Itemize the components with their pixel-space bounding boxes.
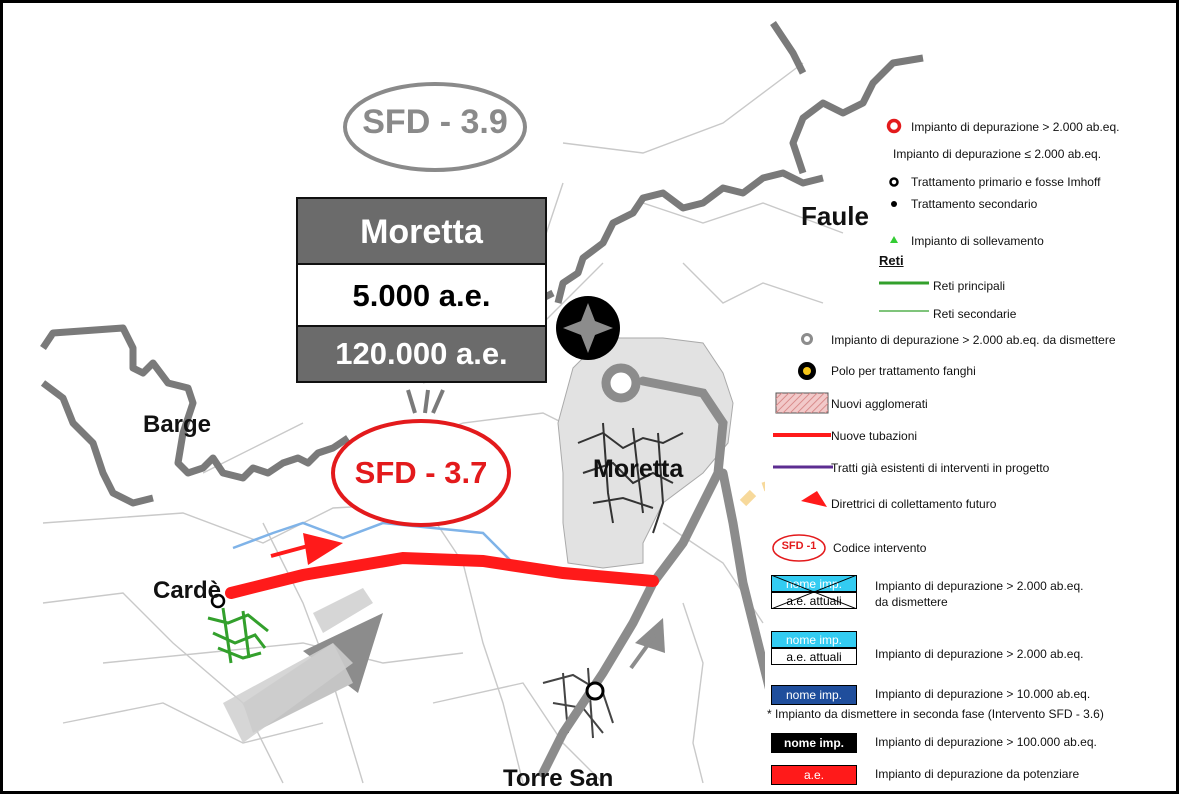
callout-current-ae: 5.000 a.e. [298,265,545,327]
plant-box-name: nome imp. [771,575,857,592]
sludge-pole-symbol[interactable] [556,296,620,360]
secondary-network-line-icon [879,310,929,312]
cross-icon [771,575,857,609]
legend-top-item: Impianto di depurazione > 2.000 ab.eq. [911,120,1120,134]
red-arrow-icon [801,491,827,507]
moretta-callout[interactable]: Moretta 5.000 a.e. 120.000 a.e. [296,197,547,383]
legend-top-item: Trattamento secondario [911,197,1038,211]
legend-network-item: Reti principali [933,279,1006,293]
sfd-3-7-label[interactable]: SFD - 3.7 [354,455,488,490]
moretta-plant-ring[interactable] [601,363,641,403]
place-moretta: Moretta [593,455,684,483]
plant-box-desc: Impianto di depurazione > 2.000 ab.eq. [875,579,1084,593]
code-sample-label: SFD -1 [781,540,817,552]
plant-box-desc: Impianto di depurazione > 10.000 ab.eq. [875,687,1091,701]
plant-box-over-10000: nome imp. [771,685,857,705]
plant-box-dismiss: nome imp. a.e. attuali [771,575,857,609]
legend-bottom-item: Codice intervento [833,541,927,555]
legend-top-item: Impianto di depurazione ≤ 2.000 ab.eq. [893,147,1102,161]
place-barge: Barge [143,411,212,438]
new-agglomerate-icon [775,392,829,414]
legend-bottom-item: Polo per trattamento fanghi [831,364,976,378]
red-ring-icon [886,118,902,134]
callout-title: Moretta [298,199,545,265]
minor-roads [42,62,844,784]
moretta-agglomerate [557,337,734,569]
plant-box-desc: da dismettere [875,595,948,609]
carde-network [207,607,269,664]
place-torre-san: Torre San [503,765,614,792]
sfd-3-7-ellipse [331,419,511,527]
intervention-code-icon [772,534,826,562]
grey-ring-icon [801,333,813,345]
future-direction-arrow [270,533,343,565]
place-faule: Faule [801,201,869,231]
existing-section-line-icon [773,465,833,469]
legend-bottom-item: Nuovi agglomerati [831,397,928,411]
moretta-streets [577,422,684,534]
dot-icon [891,201,897,207]
legend-networks-heading: Reti [879,253,904,268]
legend-bottom: Impianto di depurazione > 2.000 ab.eq. d… [765,321,1176,791]
plant-box-desc: Impianto di depurazione > 2.000 ab.eq. [875,647,1084,661]
plant-box-upgrade: a.e. [771,765,857,785]
plant-box-over-2000: nome imp. a.e. attuali [771,631,857,665]
sfd-3-9-label[interactable]: SFD - 3.9 [362,103,508,141]
legend-bottom-item: Tratti già esistenti di interventi in pr… [831,461,1050,475]
triangle-icon [890,236,898,243]
future-collector-directions [223,588,665,743]
legend-network-item: Reti secondarie [933,307,1017,321]
plant-box-ae: a.e. attuali [771,648,857,665]
legend-bottom-item: Nuove tubazioni [831,429,918,443]
legend-top: Impianto di depurazione > 2.000 ab.eq. I… [875,111,1175,325]
river [232,521,514,564]
main-network-line-icon [879,281,929,285]
new-pipe-line [225,551,659,599]
legend-bottom-item: Impianto di depurazione > 2.000 ab.eq. d… [831,333,1116,347]
plant-box-name: nome imp. [771,631,857,648]
callout-future-ae: 120.000 a.e. [298,327,545,381]
plant-box-desc: Impianto di depurazione da potenziare [875,767,1080,781]
legend-bottom-item: Direttrici di collettamento futuro [831,497,997,511]
place-carde: Cardè [153,577,222,604]
small-ring-icon [889,177,899,187]
torre-plant-symbol[interactable] [585,681,605,701]
sfd-3-9-ellipse [343,82,527,172]
new-pipe-line-icon [773,433,831,437]
plant-box-desc: Impianto di depurazione > 100.000 ab.eq. [875,735,1097,749]
legend-top-item: Impianto di sollevamento [911,234,1044,248]
callout-pointer [406,389,445,414]
plant-box-over-100000: nome imp. [771,733,857,753]
legend-top-item: Trattamento primario e fosse Imhoff [911,175,1101,189]
sludge-pole-icon [798,362,816,380]
carde-plant-symbol[interactable] [210,593,226,609]
legend-footnote: * Impianto da dismettere in seconda fase… [767,707,1104,721]
